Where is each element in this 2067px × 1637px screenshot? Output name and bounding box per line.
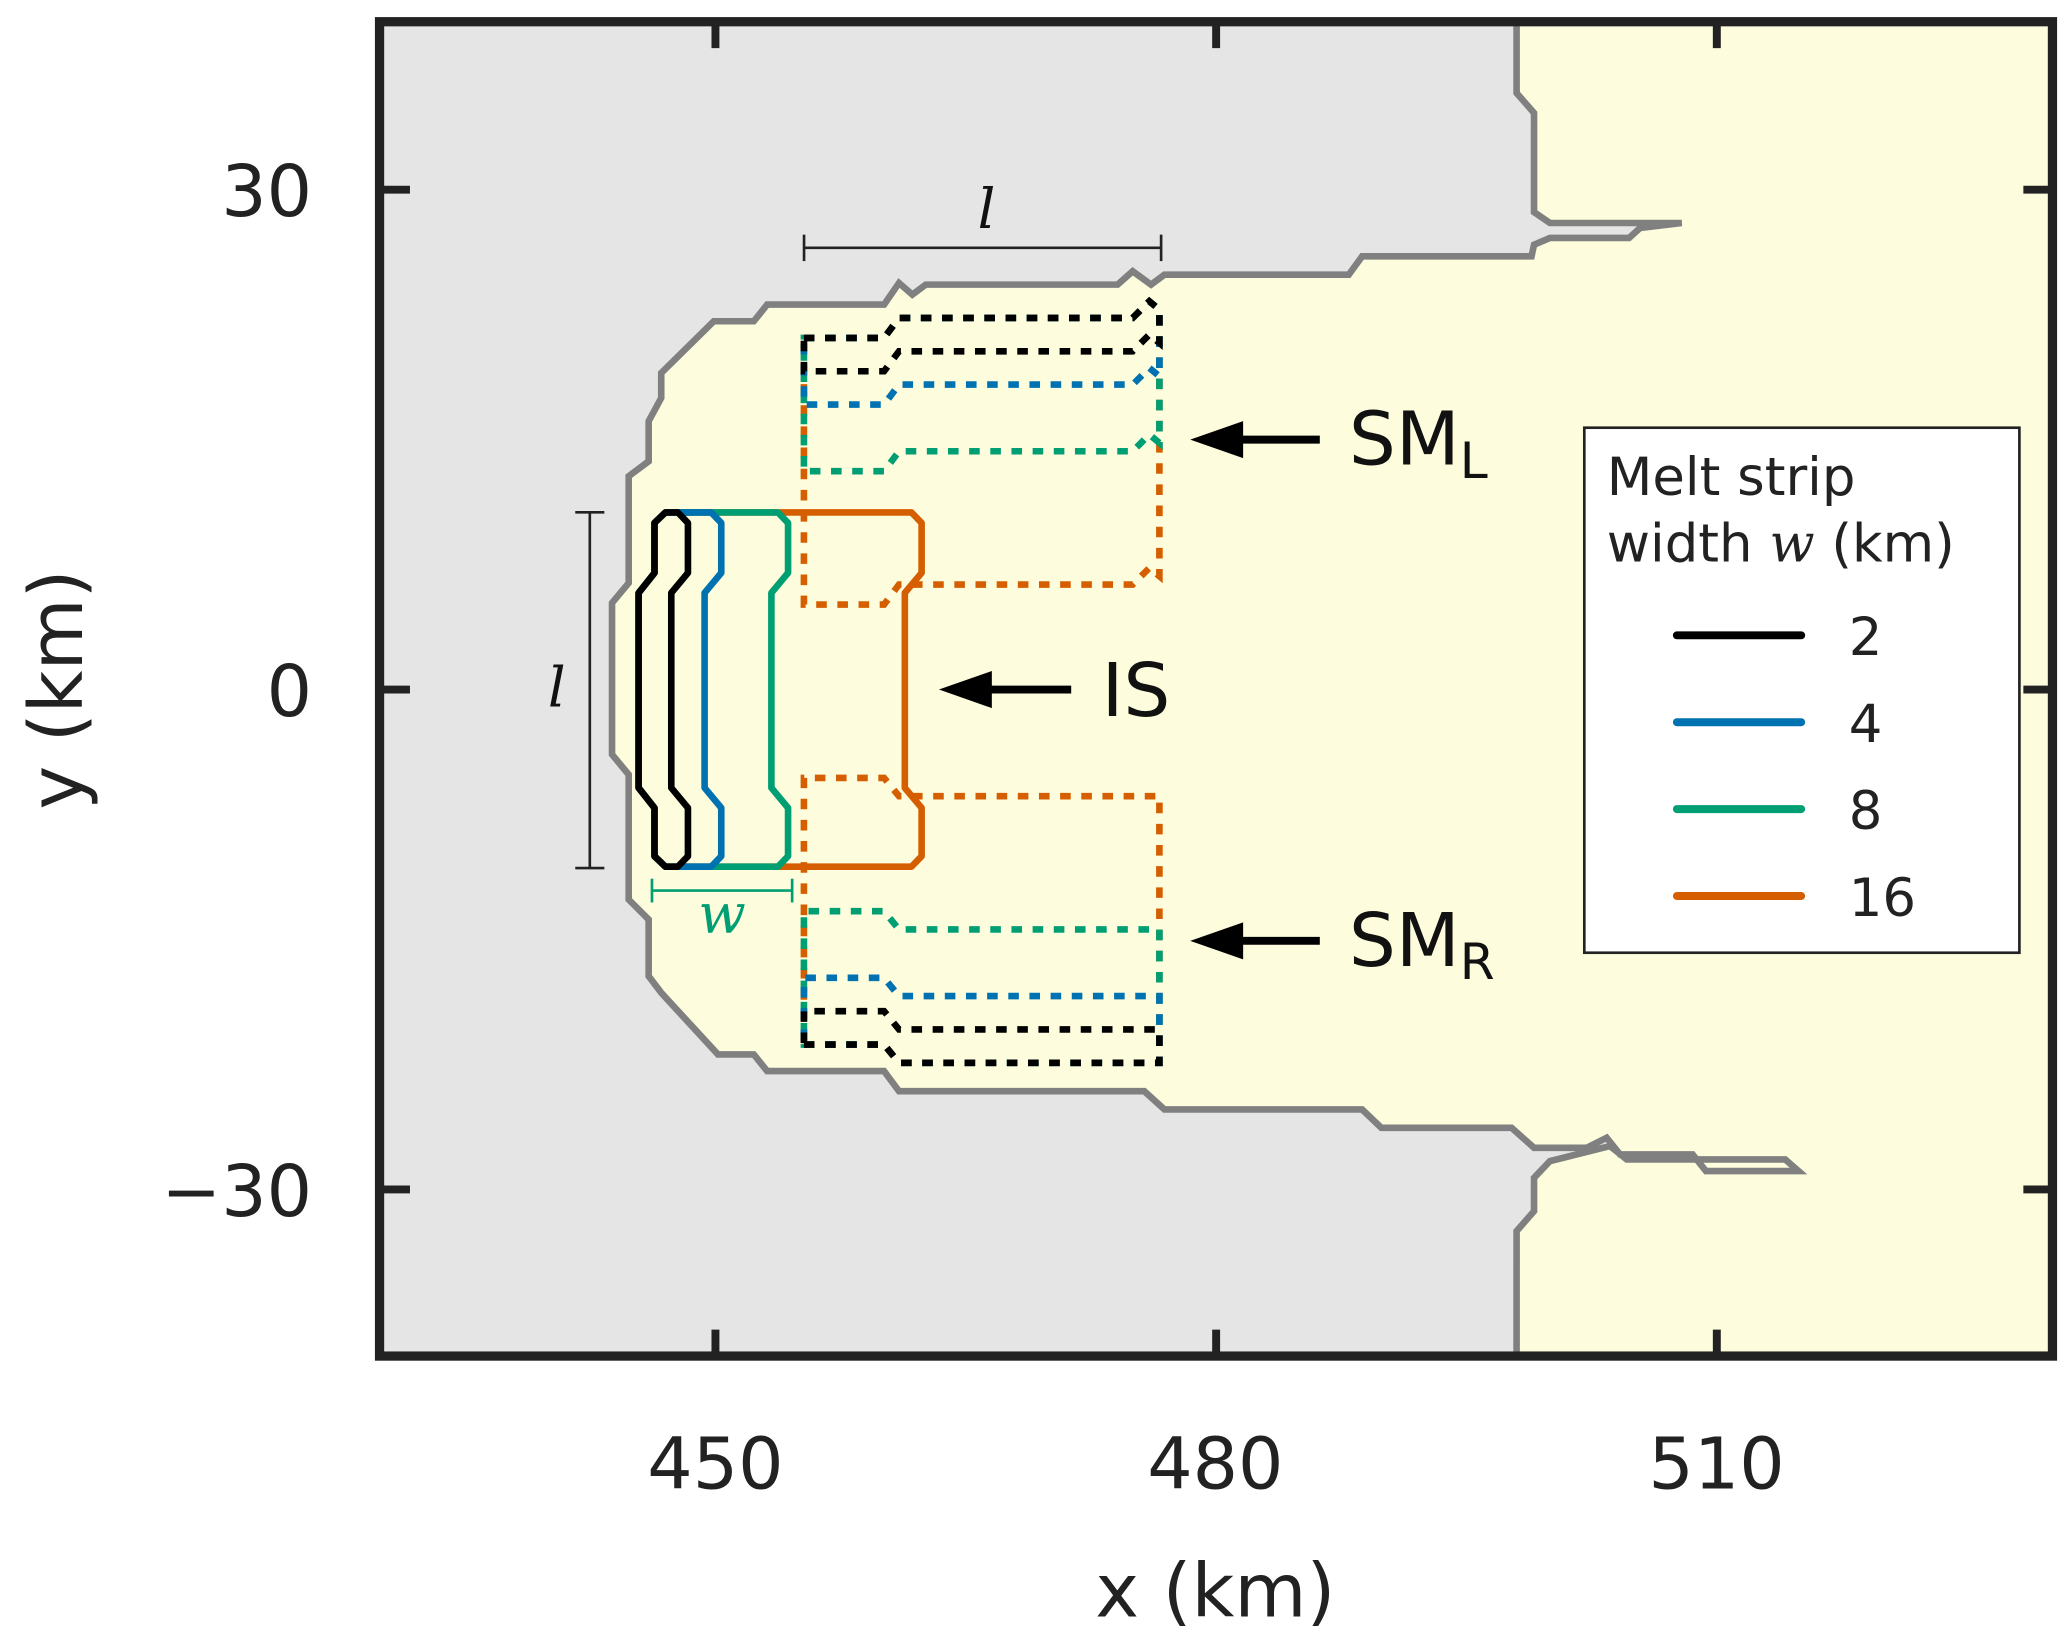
length-dimension-left bbox=[575, 511, 605, 870]
y-tick-label: 0 bbox=[267, 650, 312, 733]
label-sm-l: SML bbox=[1349, 397, 1488, 490]
length-label-top: l bbox=[978, 177, 996, 242]
plot-area bbox=[608, 23, 2051, 1357]
x-tick-label: 450 bbox=[647, 1422, 783, 1505]
legend-title-line1: Melt strip bbox=[1607, 447, 1856, 508]
sm-l-strip-w2 bbox=[800, 296, 1163, 375]
x-tick-label: 510 bbox=[1648, 1422, 1784, 1505]
legend-label-8: 8 bbox=[1849, 781, 1883, 842]
is-strip-w2 bbox=[635, 509, 692, 870]
ice-shelf-region bbox=[612, 23, 2051, 1357]
sm-l-strip-w16 bbox=[800, 296, 1163, 608]
x-axis-label: x (km) bbox=[1095, 1549, 1335, 1635]
legend-label-4: 4 bbox=[1849, 694, 1883, 755]
sm-r-strip-w2 bbox=[800, 1007, 1163, 1067]
width-label: w bbox=[698, 882, 746, 947]
label-is: IS bbox=[1102, 648, 1171, 734]
label-sm-r: SMR bbox=[1349, 898, 1495, 991]
grounding-line bbox=[608, 23, 1808, 1357]
y-tick-label: −30 bbox=[161, 1150, 312, 1233]
legend-label-2: 2 bbox=[1849, 607, 1883, 668]
legend: Melt strip width w (km) 2 4 8 16 bbox=[1582, 426, 2021, 955]
sm-l-strip-w8 bbox=[800, 296, 1163, 475]
y-tick-label: 30 bbox=[221, 150, 312, 233]
length-dimension-top bbox=[802, 234, 1163, 262]
legend-title-line2: width w (km) bbox=[1607, 513, 1955, 574]
arrow-icon-is bbox=[938, 671, 1072, 709]
plot-frame bbox=[374, 17, 2058, 1361]
arrow-icon-sm-l bbox=[1190, 421, 1320, 459]
length-label-left: l bbox=[548, 656, 566, 721]
x-tick-label: 480 bbox=[1147, 1422, 1283, 1505]
y-axis-label: y (km) bbox=[14, 569, 100, 809]
width-dimension bbox=[650, 878, 794, 903]
legend-label-16: 16 bbox=[1849, 868, 1916, 929]
arrow-icon-sm-r bbox=[1190, 922, 1320, 960]
